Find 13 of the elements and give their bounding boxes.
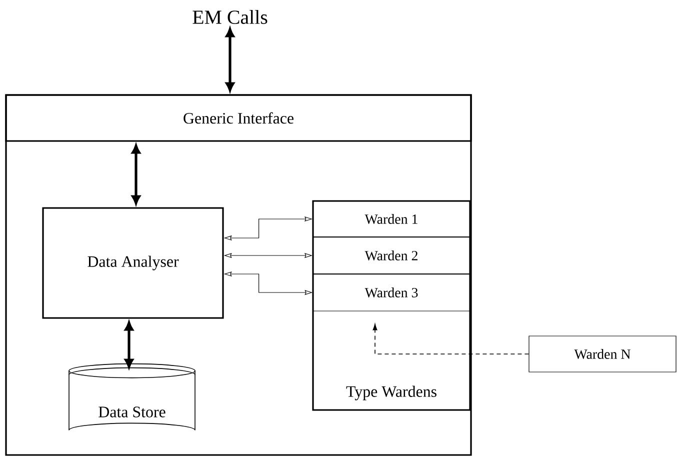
heading-text: EM Calls: [192, 10, 268, 24]
arrow: [372, 324, 530, 354]
process-box: Warden 2: [312, 236, 470, 274]
arrow: [132, 144, 140, 204]
arrow: [124, 322, 134, 368]
arrow: [226, 28, 234, 92]
process-box: Warden N: [528, 336, 676, 372]
database-cylinder: Data Store: [68, 363, 196, 431]
interface-band: Generic Interface: [5, 94, 472, 142]
process-box: Data Analyser: [42, 207, 224, 319]
process-box: Warden 1: [312, 200, 470, 238]
process-box: Warden 3: [312, 274, 470, 312]
node-label: Data Store: [98, 406, 166, 418]
